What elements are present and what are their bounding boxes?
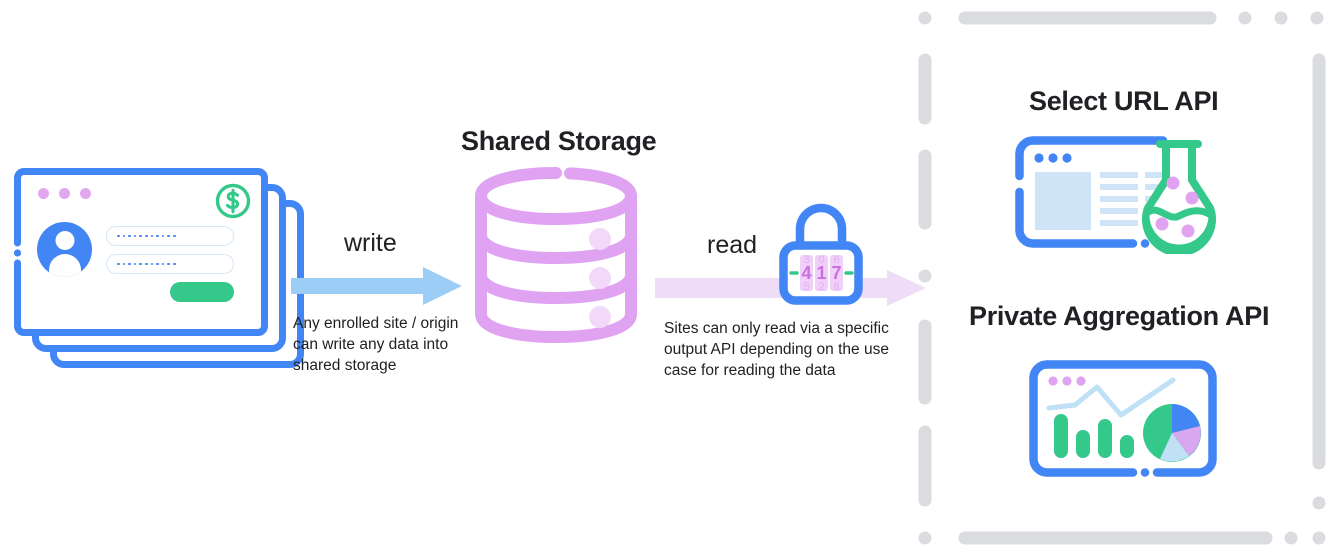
dashed-border [918,11,1326,545]
write-caption: Any enrolled site / origin can write any… [293,315,459,374]
private-aggregation-api-title: Private Aggregation API [969,301,1270,331]
svg-text:4: 4 [801,263,811,283]
svg-text:3: 3 [803,254,809,266]
enrolled-sites-icon [14,168,304,368]
shared-storage-title: Shared Storage [461,126,657,156]
window-frame-icon [14,168,268,336]
read-caption: Sites can only read via a specific outpu… [664,320,889,379]
svg-text:8: 8 [833,281,839,293]
svg-text:7: 7 [831,263,841,283]
svg-text:6: 6 [833,254,839,266]
write-arrow-icon [291,267,462,305]
window-dots [38,188,91,199]
avatar [37,222,92,277]
select-url-api-title: Select URL API [1029,86,1219,116]
browser-window-with-charts-icon[interactable] [1029,360,1217,477]
svg-text:2: 2 [818,281,824,293]
write-label: write [344,229,397,257]
shared-storage-cylinder-icon [474,167,638,344]
browser-window-front [14,168,268,336]
svg-text:5: 5 [803,281,809,293]
password-field[interactable] [106,254,234,274]
svg-text:1: 1 [816,263,826,283]
username-field[interactable] [106,226,234,246]
dollar-circle-icon [215,183,251,219]
browser-window-with-flask-icon[interactable] [1015,136,1230,254]
output-apis-panel [918,8,1326,548]
submit-button[interactable] [170,282,234,302]
svg-text:0: 0 [818,254,824,266]
read-label: read [707,231,758,259]
